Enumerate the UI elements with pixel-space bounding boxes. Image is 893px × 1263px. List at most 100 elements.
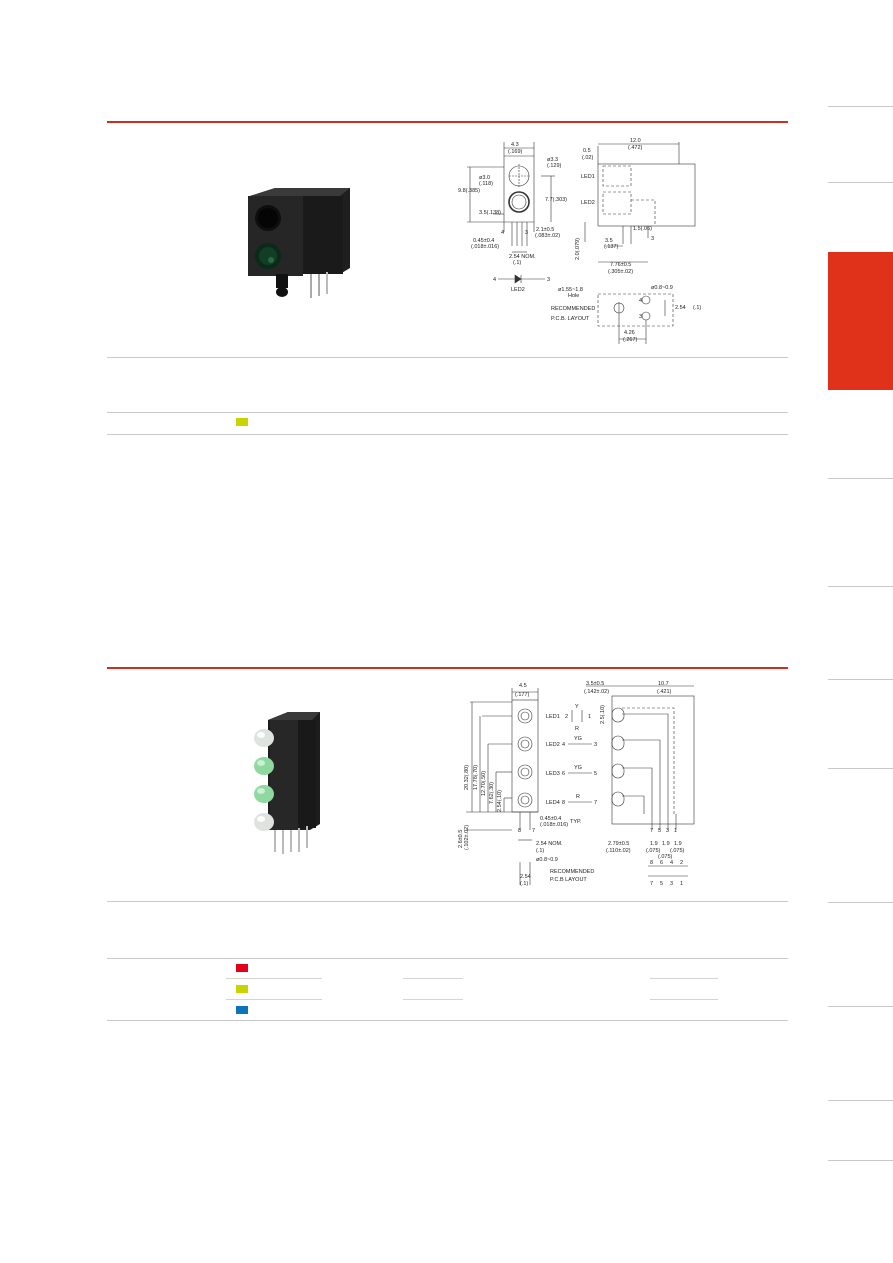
side-pin-7: 7 — [650, 828, 653, 834]
four-led-dimension-drawing: 4.5 (.177) LED1 LED2 LED3 LED4 20.32(.80… — [458, 681, 695, 887]
sym-1-r: R — [575, 726, 579, 732]
side-body-in: (.305±.02) — [608, 269, 633, 275]
pitch-in: (.1) — [536, 848, 544, 854]
lens-dia-top-in: (.129) — [547, 163, 562, 169]
side-pin-1: 1 — [674, 828, 677, 834]
side-tab-divider — [828, 106, 893, 107]
led3-label: LED3 — [546, 771, 560, 777]
pin-in: (.018±.016) — [540, 822, 568, 828]
front-p8: 8 — [518, 828, 521, 834]
h1: 20.32(.80) — [464, 765, 470, 790]
pcb-bot-5: 5 — [660, 881, 663, 887]
side-pitch-b: 1.9 — [662, 841, 670, 847]
pin-typ: TYP. — [570, 819, 582, 825]
pcb-spacing: 4.26 — [624, 330, 635, 336]
side-offset: 3.5±0.5 — [586, 681, 604, 687]
side-base-in: (.110±.02) — [606, 848, 631, 854]
side-pitch-in-b: (.075) — [658, 854, 673, 860]
side-pitch-c: 1.9 — [674, 841, 682, 847]
pcb-pitch-in: (.1) — [693, 305, 701, 311]
side-tab-divider — [828, 1160, 893, 1161]
active-section-tab[interactable] — [828, 252, 893, 390]
side-pin-len: 2.0(.079) — [575, 238, 581, 260]
pitch-h-in: (.1) — [513, 260, 521, 266]
pcb-title-2: P.C.B LAYOUT — [550, 877, 587, 883]
pin-size: 0.45±0.4 — [473, 238, 494, 244]
pin-size-in: (.018±.016) — [471, 244, 499, 250]
front-pin-4: 4 — [501, 230, 504, 236]
front-pin-3: 3 — [525, 230, 528, 236]
sym-2-left: 4 — [562, 742, 565, 748]
lens-dia-top: ø3.3 — [547, 157, 558, 163]
sym-3-label: YG — [574, 765, 582, 771]
front-width: 4.3 — [511, 142, 519, 148]
pcb-bot-1: 1 — [680, 881, 683, 887]
lens-dia-in: (.118) — [479, 181, 493, 187]
led1-label: LED1 — [546, 714, 560, 720]
h5: 2.54(.10) — [497, 790, 503, 812]
sym-1-right: 1 — [588, 714, 591, 720]
color-swatch-yellow-green — [236, 985, 248, 993]
pcb-pin-4: 4 — [639, 298, 642, 304]
table-row-rule — [226, 978, 322, 979]
pcb-title-1: RECOMMENDED — [550, 869, 594, 875]
schematic-pin-4: 4 — [493, 277, 496, 283]
section-1-bottom-rule — [107, 434, 788, 435]
table-row-rule — [403, 999, 463, 1000]
sym-4-label: R — [576, 794, 580, 800]
sym-3-right: 5 — [594, 771, 597, 777]
sym-3-left: 6 — [562, 771, 565, 777]
side-depth: 10.7 — [658, 681, 669, 687]
side-offset-in: (.02) — [582, 155, 593, 161]
table-row-rule — [226, 999, 322, 1000]
pcb-title-2: P.C.B. LAYOUT — [551, 316, 590, 322]
side-led1: LED1 — [581, 174, 595, 180]
pcb-pitch-in: (.1) — [520, 881, 528, 887]
color-swatch-yellow-green — [236, 418, 248, 426]
side-pitch-in-a: (.075) — [646, 848, 661, 854]
pitch: 2.54 NOM. — [536, 841, 563, 847]
side-tab-divider — [828, 768, 893, 769]
pcb-pin-3: 3 — [639, 314, 642, 320]
pcb-hole-label: Hole — [568, 293, 579, 299]
side-standoff: 1.5(.06) — [633, 226, 652, 232]
pin-spacing: 2.1±0.5 — [536, 227, 554, 233]
side-base: 2.79±0.5 — [608, 841, 629, 847]
hole: ø0.8~0.9 — [536, 857, 558, 863]
side-body: 7.76±0.5 — [610, 262, 631, 268]
led2-label: LED2 — [546, 742, 560, 748]
side-small: 2.5(.10) — [600, 705, 606, 724]
side-depth: 12.0 — [630, 138, 641, 144]
front-width-in: (.177) — [515, 692, 530, 698]
side-tab-divider — [828, 182, 893, 183]
table-row-rule — [650, 978, 718, 979]
side-lead: 3.5 — [605, 238, 613, 244]
sym-1-label: Y — [575, 704, 579, 710]
pin-spacing-in: (.083±.02) — [535, 233, 560, 239]
led4-label: LED4 — [546, 800, 560, 806]
lens-dia: ø3.0 — [479, 175, 490, 181]
front-p7: 7 — [532, 828, 535, 834]
two-led-housing-photo — [248, 188, 350, 298]
h2: 17.78(.70) — [473, 765, 479, 790]
section-1-table-rule — [107, 412, 788, 413]
side-pitch-in-c: (.075) — [670, 848, 685, 854]
base-in: (.102±.02) — [464, 825, 470, 850]
pitch-h: 2.54 NOM. — [509, 254, 536, 260]
section-1-top-rule — [107, 121, 788, 123]
pcb-hole2: ø0.8~0.9 — [651, 285, 673, 291]
side-pitch-a: 1.9 — [650, 841, 658, 847]
side-lead-in: (.137) — [604, 244, 619, 250]
section-2-info-rule — [107, 901, 788, 902]
side-offset-in: (.142±.02) — [584, 689, 609, 695]
pcb-top-4: 4 — [670, 860, 673, 866]
front-width: 4.5 — [519, 683, 527, 689]
sym-4-right: 7 — [594, 800, 597, 806]
section-2-bottom-rule — [107, 1020, 788, 1021]
schematic-pin-3: 3 — [547, 277, 550, 283]
side-pin-3: 3 — [666, 828, 669, 834]
pcb-spacing-in: (.267) — [623, 337, 638, 343]
side-led2: LED2 — [581, 200, 595, 206]
side-tab-divider — [828, 902, 893, 903]
side-tab-divider — [828, 586, 893, 587]
